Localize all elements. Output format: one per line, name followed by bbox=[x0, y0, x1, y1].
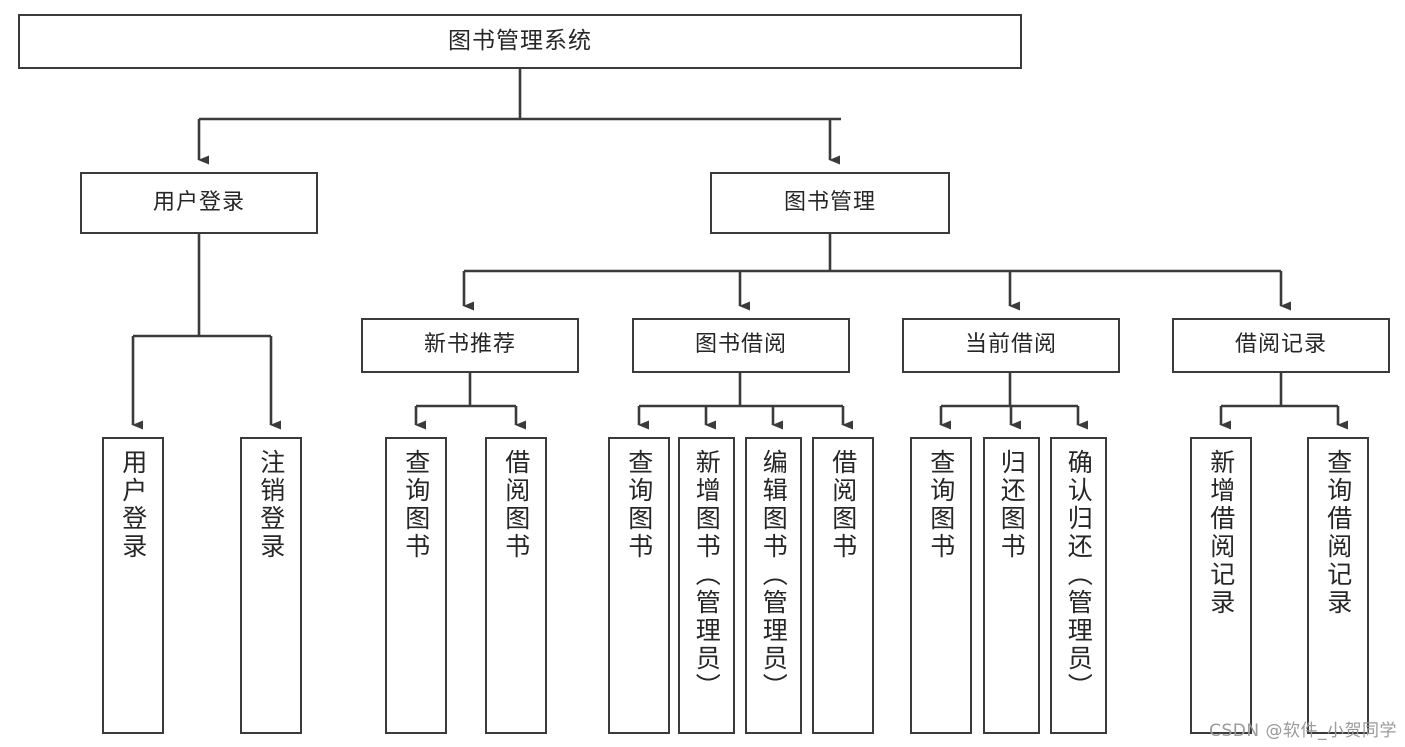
node-leaf-borrow-book[interactable]: 借阅图书 bbox=[812, 437, 874, 734]
node-leaf-user-login[interactable]: 用户登录 bbox=[102, 437, 164, 734]
node-borrow-record[interactable]: 借阅记录 bbox=[1172, 318, 1390, 373]
node-label: 当前借阅 bbox=[964, 332, 1057, 358]
node-label: 借阅图书 bbox=[501, 449, 531, 561]
node-label: 图书管理 bbox=[783, 189, 876, 215]
node-leaf-query-book-borrow[interactable]: 查询图书 bbox=[608, 437, 670, 734]
node-label: 确认归还（管理员） bbox=[1064, 449, 1094, 701]
node-label: 图书借阅 bbox=[694, 332, 787, 358]
node-leaf-edit-book[interactable]: 编辑图书（管理员） bbox=[745, 437, 802, 734]
node-label: 新增借阅记录 bbox=[1206, 449, 1236, 617]
node-leaf-query-book-cur[interactable]: 查询图书 bbox=[910, 437, 972, 734]
node-root[interactable]: 图书管理系统 bbox=[18, 14, 1022, 69]
node-leaf-user-logout[interactable]: 注销登录 bbox=[240, 437, 302, 734]
node-label: 归还图书 bbox=[997, 449, 1027, 561]
node-label: 借阅记录 bbox=[1234, 332, 1327, 358]
node-label: 查询借阅记录 bbox=[1323, 449, 1353, 617]
node-leaf-return-book[interactable]: 归还图书 bbox=[983, 437, 1040, 734]
node-label: 用户登录 bbox=[152, 189, 245, 215]
node-label: 注销登录 bbox=[256, 449, 286, 561]
node-label: 查询图书 bbox=[926, 449, 956, 561]
node-leaf-query-record[interactable]: 查询借阅记录 bbox=[1307, 437, 1369, 734]
node-label: 借阅图书 bbox=[828, 449, 858, 561]
node-label: 新书推荐 bbox=[423, 332, 516, 358]
node-book-borrow[interactable]: 图书借阅 bbox=[632, 318, 850, 373]
node-current-borrow[interactable]: 当前借阅 bbox=[902, 318, 1120, 373]
node-user-login[interactable]: 用户登录 bbox=[80, 172, 318, 234]
csdn-watermark: CSDN @软件_小贺同学 bbox=[1209, 721, 1397, 741]
node-leaf-add-record[interactable]: 新增借阅记录 bbox=[1190, 437, 1252, 734]
node-leaf-confirm-return[interactable]: 确认归还（管理员） bbox=[1050, 437, 1107, 734]
node-label: 编辑图书（管理员） bbox=[759, 449, 789, 701]
node-leaf-borrow-book-rec[interactable]: 借阅图书 bbox=[485, 437, 547, 734]
node-label: 图书管理系统 bbox=[448, 27, 592, 54]
node-label: 查询图书 bbox=[624, 449, 654, 561]
node-label: 查询图书 bbox=[401, 449, 431, 561]
node-label: 新增图书（管理员） bbox=[692, 449, 722, 701]
node-leaf-add-book[interactable]: 新增图书（管理员） bbox=[678, 437, 735, 734]
node-leaf-query-book-rec[interactable]: 查询图书 bbox=[385, 437, 447, 734]
node-book-manage[interactable]: 图书管理 bbox=[710, 172, 950, 234]
node-new-book-rec[interactable]: 新书推荐 bbox=[361, 318, 579, 373]
node-label: 用户登录 bbox=[118, 449, 148, 561]
